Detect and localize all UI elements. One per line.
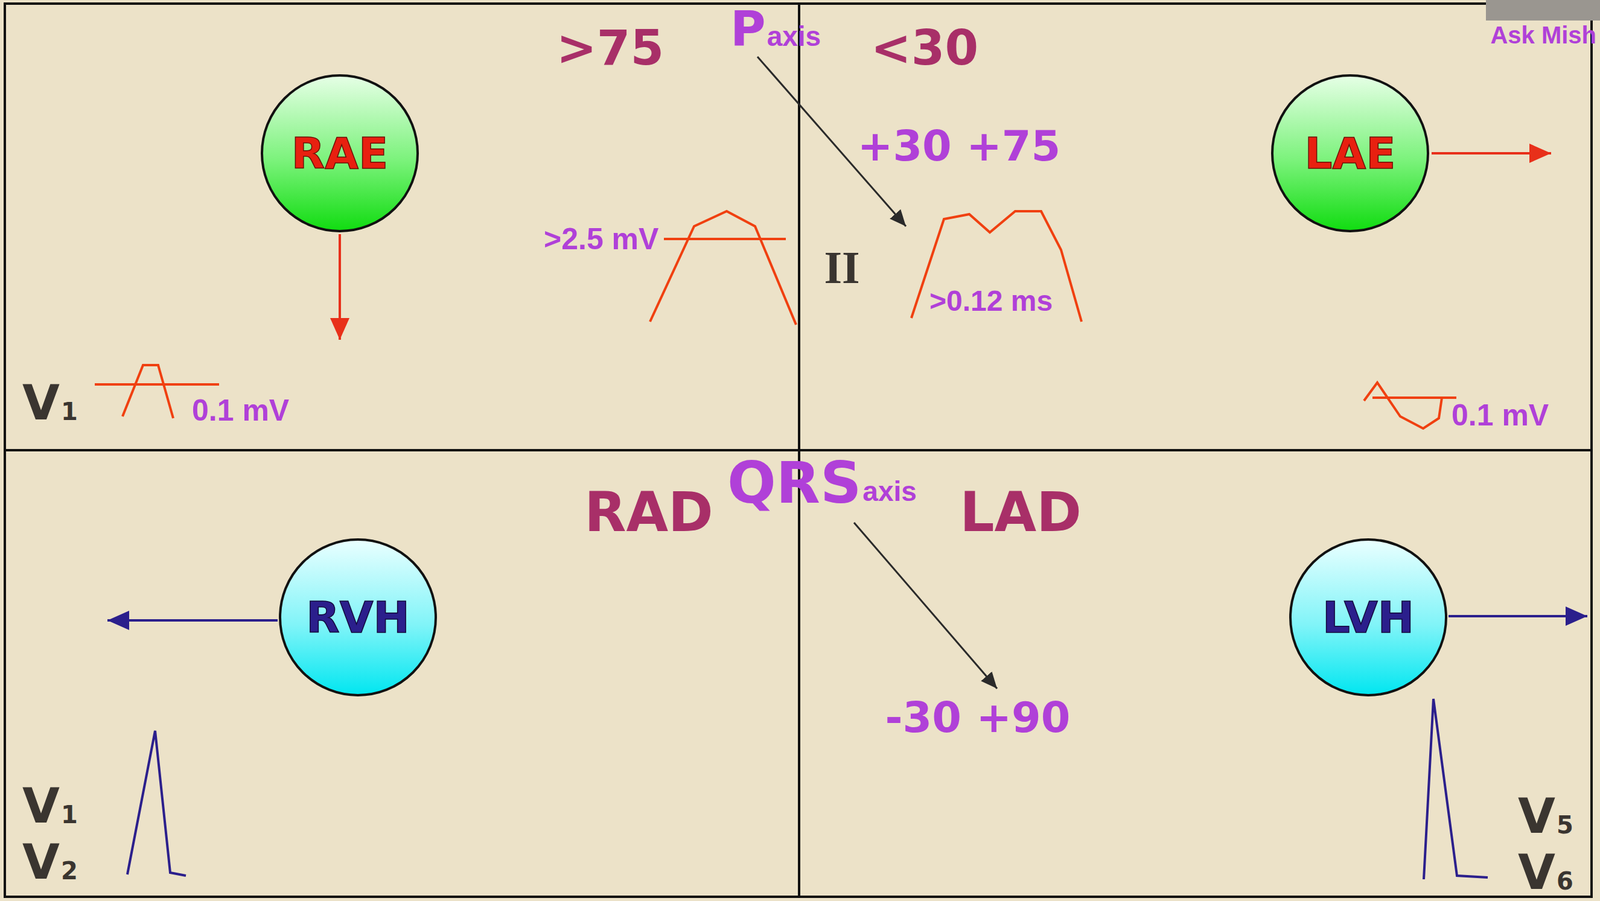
baseline xyxy=(1372,396,1457,399)
amplitude-label: 0.1 mV xyxy=(191,395,290,426)
lead-subscript: 6 xyxy=(1556,869,1574,894)
chamber-label: RVH xyxy=(305,595,410,640)
lead-subscript: 1 xyxy=(60,802,78,827)
arrow xyxy=(107,619,278,622)
watermark: Ask Mish xyxy=(1490,22,1597,48)
lead-subscript: 2 xyxy=(60,858,78,883)
thumbnail xyxy=(1485,0,1600,21)
p-wave xyxy=(1364,382,1442,429)
axis-threshold: >75 xyxy=(556,24,664,73)
normal-range: +30 +75 xyxy=(857,124,1062,168)
chamber-label: RAE xyxy=(291,131,389,176)
chamber-circle: RAE xyxy=(260,73,420,233)
axis-title: P xyxy=(730,4,766,54)
lead-name: V xyxy=(22,782,60,831)
lead-subscript: 5 xyxy=(1556,812,1574,838)
baseline xyxy=(94,383,220,386)
normal-range: -30 +90 xyxy=(885,696,1071,739)
lead-name: V xyxy=(1517,792,1556,841)
arrow xyxy=(338,234,342,340)
duration-label: >0.12 ms xyxy=(929,286,1053,316)
p-wave xyxy=(911,211,1082,322)
lead-name: V xyxy=(22,379,60,428)
lead-subscript: 1 xyxy=(60,399,78,424)
p-wave xyxy=(122,365,174,419)
chamber-label: LVH xyxy=(1322,595,1415,640)
axis-subscript: axis xyxy=(767,22,822,51)
chamber-circle: LAE xyxy=(1270,73,1430,233)
frame xyxy=(4,3,1592,897)
arrow xyxy=(1431,152,1552,155)
r-wave xyxy=(127,730,186,876)
lead-name: V xyxy=(1517,848,1556,897)
deviation-label: RAD xyxy=(584,485,714,540)
chamber-circle: RVH xyxy=(278,537,438,698)
amplitude-label: 0.1 mV xyxy=(1451,400,1549,431)
p-wave xyxy=(650,211,797,325)
lead-name: II xyxy=(823,244,860,291)
deviation-label: LAD xyxy=(959,485,1082,540)
axis-subscript: axis xyxy=(862,477,917,506)
r-wave xyxy=(1423,698,1488,880)
pointer-arrow xyxy=(854,522,998,689)
arrow xyxy=(1448,615,1588,618)
amplitude-label: >2.5 mV xyxy=(543,223,659,255)
chamber-label: LAE xyxy=(1304,131,1397,176)
chamber-circle: LVH xyxy=(1288,537,1448,698)
threshold-line xyxy=(663,237,786,241)
lead-name: V xyxy=(22,838,60,887)
axis-title: QRS xyxy=(727,454,862,512)
axis-threshold: <30 xyxy=(870,24,979,73)
divider xyxy=(4,449,1592,452)
